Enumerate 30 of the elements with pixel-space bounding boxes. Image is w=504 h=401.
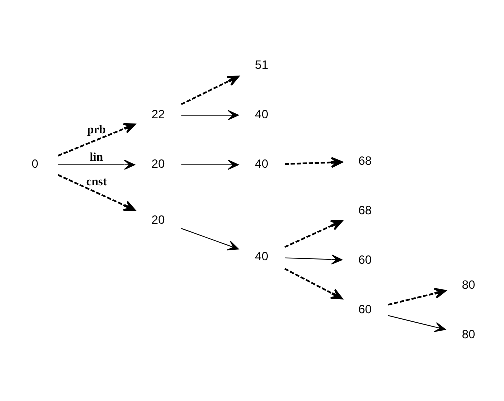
arrow xyxy=(181,110,240,120)
node-text: 20 xyxy=(152,157,166,172)
arrow xyxy=(58,174,136,212)
node-text: 51 xyxy=(255,58,268,72)
arrow xyxy=(181,76,240,106)
arrow xyxy=(58,160,136,170)
node-text: 20 xyxy=(152,212,166,227)
arrow xyxy=(181,160,240,170)
node-text: 68 xyxy=(358,203,372,218)
arrow xyxy=(181,228,240,251)
arrow xyxy=(284,268,344,300)
node-text: 80 xyxy=(462,327,476,342)
edge-label: prb xyxy=(87,122,106,137)
arrow xyxy=(388,288,446,306)
arrow xyxy=(284,254,343,265)
node-text: 40 xyxy=(255,250,268,264)
node-text: 22 xyxy=(152,108,166,122)
node-text: 40 xyxy=(255,157,268,172)
node-text: 80 xyxy=(462,278,476,292)
edge-label: lin xyxy=(90,150,104,164)
node-text: 68 xyxy=(358,154,372,168)
node-text: 0 xyxy=(32,157,39,172)
node-text: 40 xyxy=(255,108,268,122)
node-text: 60 xyxy=(358,302,372,317)
arrow xyxy=(284,220,344,248)
arrow xyxy=(388,315,446,332)
edge-label: cnst xyxy=(86,174,108,189)
arrow xyxy=(285,157,344,168)
node-text: 60 xyxy=(358,252,372,267)
arrow xyxy=(58,123,136,157)
